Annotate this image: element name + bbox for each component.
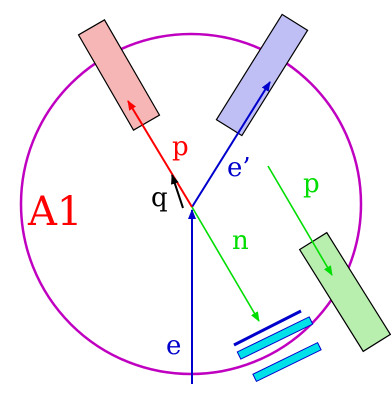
momentum-transfer-label: q [151,183,168,213]
proton-line [127,100,193,208]
neutron-line [191,206,260,322]
proton-spectrometer [77,19,161,131]
third-spectrometer [298,231,391,353]
beam-label: e [166,331,181,361]
proton-spectrometer-label: p [303,169,320,199]
proton-label: p [172,132,189,162]
neutron-detector-bar [233,309,302,347]
hall-label: A1 [27,189,82,235]
neutron-label: n [232,226,249,256]
neutron-detector [233,309,322,383]
neutron-detector-bar [252,341,322,383]
momentum-transfer-arrow [171,174,184,209]
electron-spectrometer [215,13,309,137]
proton-to-spectrometer-line [267,165,333,276]
scattered-electron-label: e’ [227,153,251,183]
scattered-electron-line [191,81,271,208]
neutron-detector-bar [236,316,314,360]
